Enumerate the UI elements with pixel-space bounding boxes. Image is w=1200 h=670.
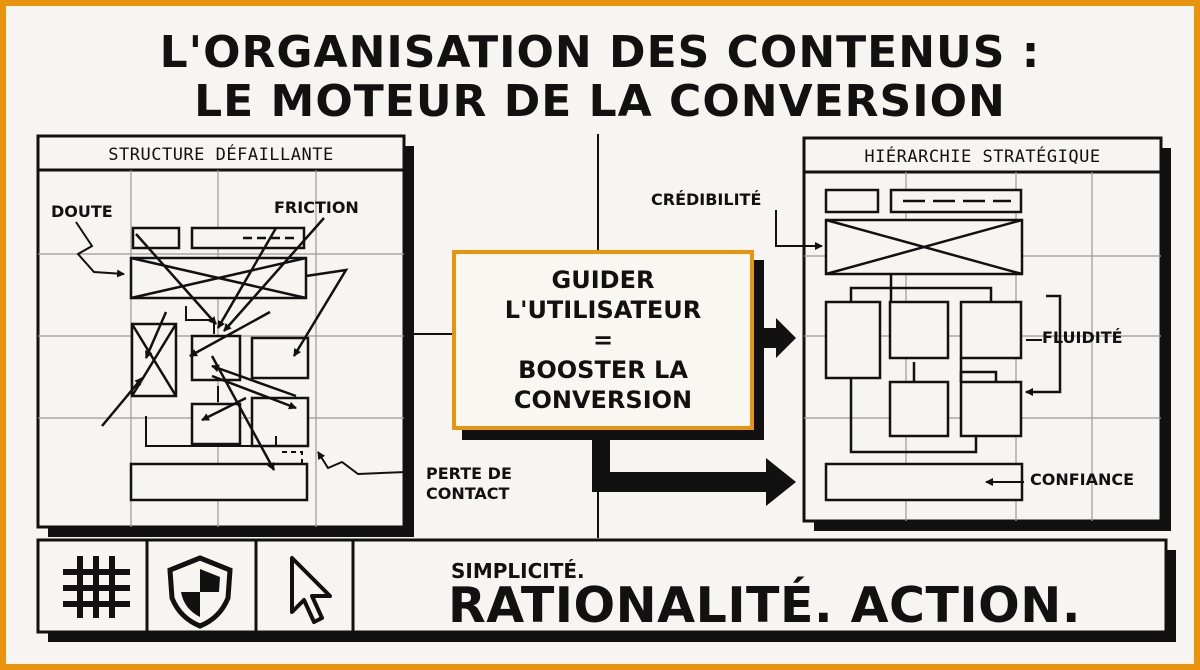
center-line-4: BOOSTER LA bbox=[518, 356, 688, 384]
label-trust: CONFIANCE bbox=[1030, 470, 1135, 489]
page-title: L'ORGANISATION DES CONTENUS : LE MOTEUR … bbox=[6, 28, 1194, 126]
left-panel-header: STRUCTURE DÉFAILLANTE bbox=[108, 145, 334, 165]
tagline-big: RATIONALITÉ. ACTION. bbox=[448, 577, 1081, 634]
right-panel-header: HIÉRARCHIE STRATÉGIQUE bbox=[864, 147, 1101, 167]
title-line-1: L'ORGANISATION DES CONTENUS : bbox=[159, 27, 1041, 78]
left-broken-links bbox=[145, 306, 303, 464]
label-friction: FRICTION bbox=[274, 198, 359, 217]
right-connector-lines bbox=[849, 274, 1062, 454]
left-panel bbox=[36, 134, 414, 537]
right-panel bbox=[775, 136, 1171, 531]
left-chaos-arrows bbox=[101, 217, 349, 471]
right-label-pointers bbox=[775, 210, 1042, 486]
shield-icon bbox=[167, 555, 233, 629]
center-arrows bbox=[592, 318, 796, 506]
left-zigzag-pointers bbox=[75, 221, 407, 476]
center-line-3: = bbox=[592, 326, 614, 354]
label-doubt: DOUTE bbox=[51, 202, 113, 221]
label-lost-contact-line-1: PERTE DE bbox=[426, 464, 512, 483]
cursor-arrow-icon bbox=[290, 556, 332, 624]
center-line-1: GUIDER bbox=[551, 266, 655, 294]
infographic-frame: L'ORGANISATION DES CONTENUS : LE MOTEUR … bbox=[6, 6, 1194, 664]
label-lost-contact-line-2: CONTACT bbox=[426, 484, 510, 503]
grid-hash-icon bbox=[63, 556, 130, 618]
title-line-2: LE MOTEUR DE LA CONVERSION bbox=[194, 76, 1006, 127]
footer-bar bbox=[36, 538, 1176, 642]
center-line-5: CONVERSION bbox=[513, 386, 693, 414]
center-line-2: L'UTILISATEUR bbox=[504, 296, 702, 324]
right-ordered-wireframe bbox=[824, 188, 1024, 502]
tagline-small: SIMPLICITÉ. bbox=[451, 559, 585, 583]
label-credibility: CRÉDIBILITÉ bbox=[651, 190, 762, 209]
central-message-box: GUIDER L'UTILISATEUR = BOOSTER LA CONVER… bbox=[452, 250, 754, 430]
diagram-canvas bbox=[36, 134, 1176, 642]
label-fluidity: FLUIDITÉ bbox=[1042, 328, 1123, 347]
